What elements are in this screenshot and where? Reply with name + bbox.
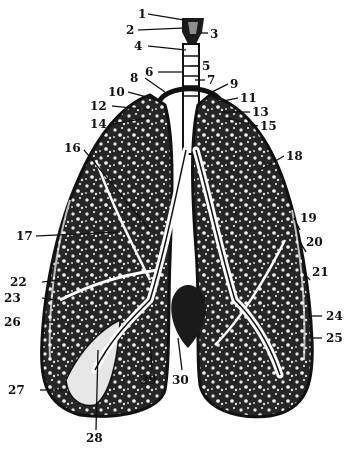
label-4: 4 [134,39,142,53]
label-28: 28 [86,431,103,445]
label-9: 9 [230,77,238,91]
label-20: 20 [306,235,323,249]
label-24: 24 [326,309,343,323]
label-11: 11 [240,91,257,105]
label-25: 25 [326,331,343,345]
label-2: 2 [126,23,134,37]
label-29: 29 [140,373,157,387]
label-18: 18 [286,149,303,163]
label-15: 15 [260,119,277,133]
label-12: 12 [90,99,107,113]
label-1: 1 [138,7,146,21]
label-10: 10 [108,85,125,99]
label-6: 6 [145,65,153,79]
label-8: 8 [130,71,138,85]
label-27: 27 [8,383,25,397]
label-3: 3 [210,27,218,41]
label-14: 14 [90,117,107,131]
label-16: 16 [64,141,81,155]
label-13: 13 [252,105,269,119]
larynx-group [182,18,204,44]
label-22: 22 [10,275,27,289]
label-5: 5 [202,59,210,73]
label-26: 26 [4,315,21,329]
label-7: 7 [207,73,215,87]
label-23: 23 [4,291,21,305]
label-17: 17 [16,229,33,243]
label-30: 30 [172,373,189,387]
label-19: 19 [300,211,317,225]
label-21: 21 [312,265,329,279]
left-lung [193,95,313,417]
